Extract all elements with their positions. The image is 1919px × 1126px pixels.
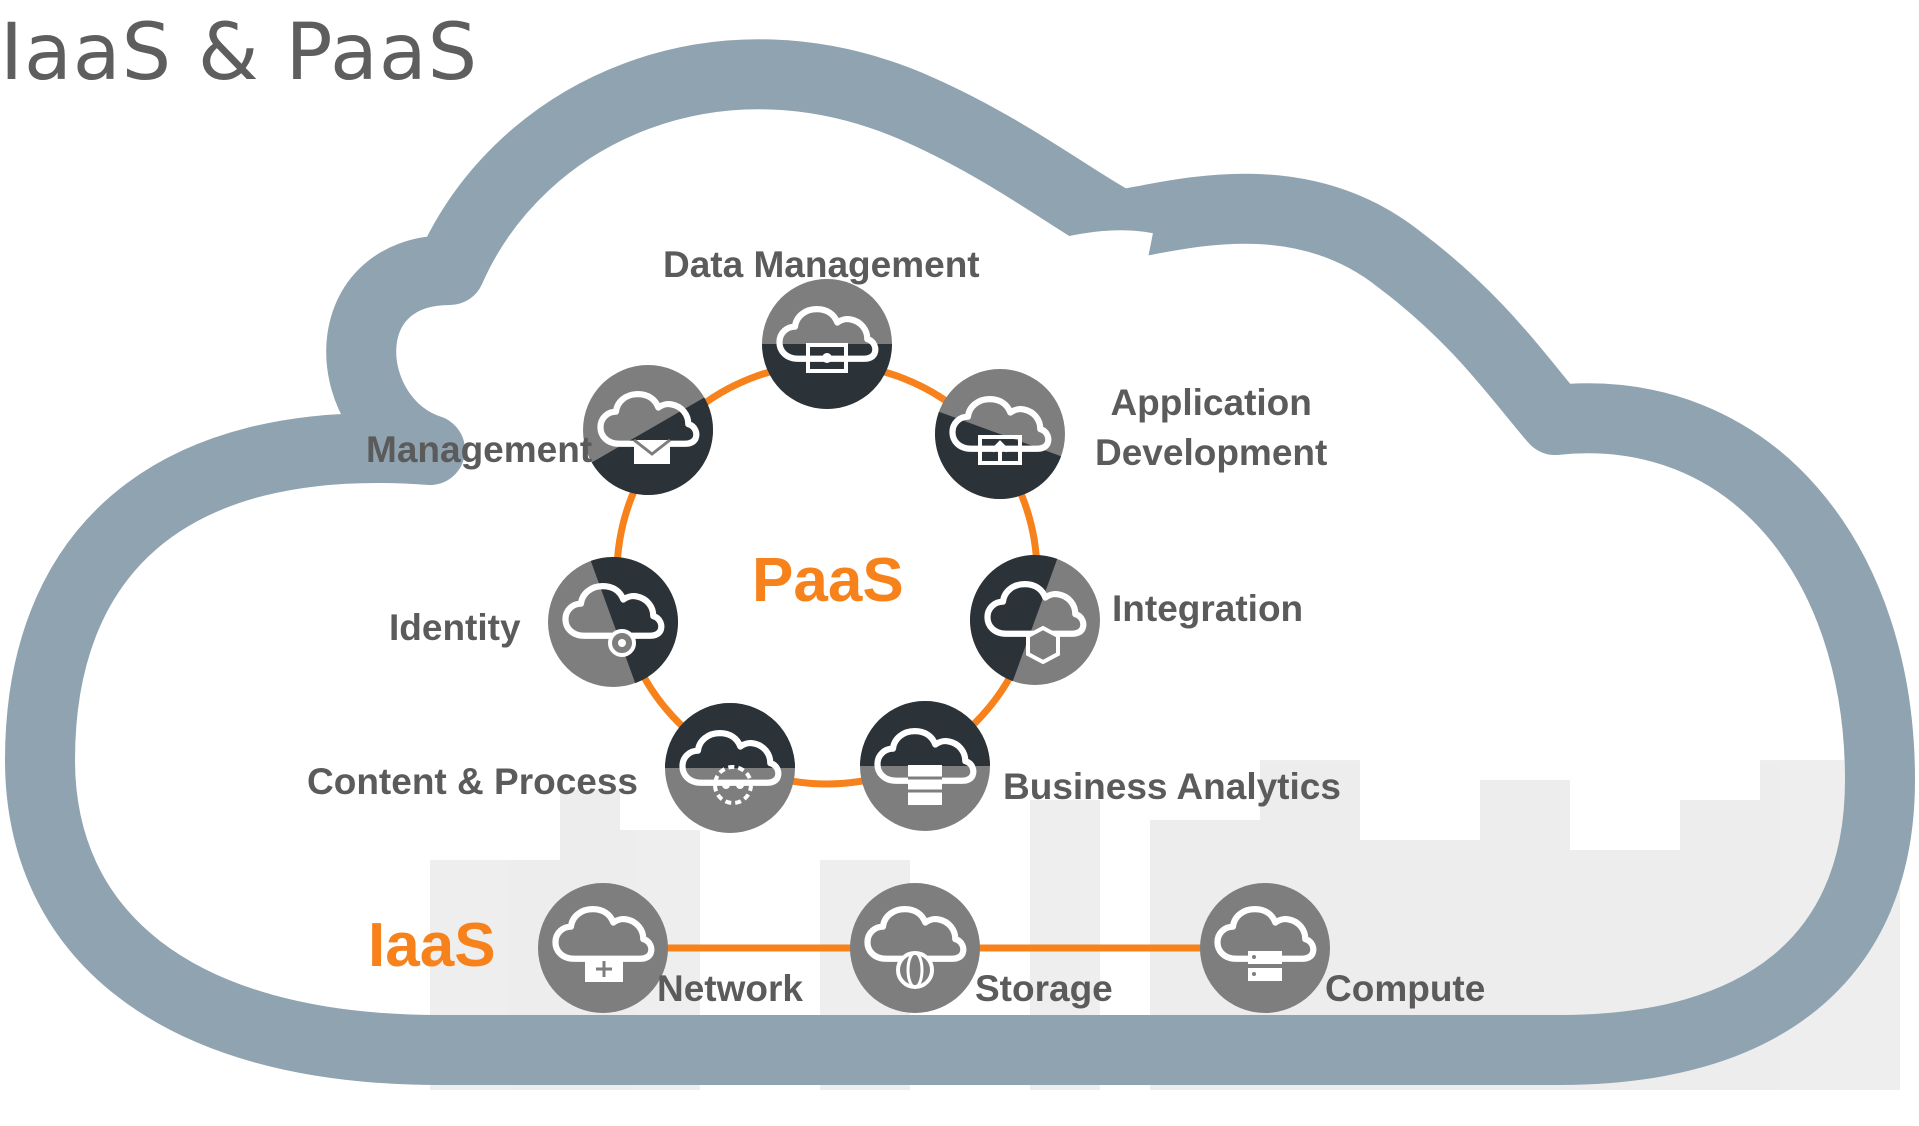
label-integration: Integration (1112, 588, 1304, 629)
paas-node-management[interactable] (583, 365, 737, 519)
iaas-label: IaaS (368, 911, 496, 980)
label-network: Network (657, 968, 803, 1009)
label-application-development: Application Development (1095, 378, 1327, 478)
iaas-node-compute[interactable] (1200, 883, 1330, 1013)
cloud-outline (5, 39, 1915, 1085)
label-management: Management (366, 429, 593, 470)
label-compute: Compute (1325, 968, 1486, 1009)
label-business-analytics: Business Analytics (1003, 766, 1341, 807)
label-content-process: Content & Process (307, 761, 639, 802)
paas-node-business-analytics[interactable] (860, 701, 990, 831)
label-storage: Storage (975, 968, 1113, 1009)
label-development-line: Development (1095, 432, 1328, 473)
label-identity: Identity (389, 607, 521, 648)
cloud-server-icon (1217, 909, 1313, 981)
iaas-node-storage[interactable] (850, 883, 980, 1013)
paas-node-integration[interactable] (952, 537, 1100, 685)
cloud-network-icon (555, 909, 651, 982)
paas-node-identity[interactable] (548, 539, 696, 687)
cloud-key-icon (565, 586, 661, 657)
paas-label: PaaS (752, 546, 904, 615)
cloud-envelope-icon (600, 394, 696, 464)
paas-node-data-management[interactable] (762, 279, 892, 409)
cloud-database-icon (877, 731, 973, 805)
cloud-monitor-gear-icon (779, 309, 875, 373)
page-title: IaaS & PaaS (0, 8, 479, 98)
label-application-line: Application (1110, 382, 1312, 423)
iaas-node-network[interactable] (538, 883, 668, 1013)
cloud-globe-icon (867, 909, 963, 989)
paas-node-application-development[interactable] (917, 369, 1065, 517)
cloud-dots-icon (682, 733, 778, 805)
label-data-management: Data Management (663, 244, 980, 285)
cloud-hexagon-icon (987, 584, 1083, 665)
cloud-screen-upload-icon (952, 399, 1048, 465)
paas-node-content-process[interactable] (665, 703, 795, 833)
